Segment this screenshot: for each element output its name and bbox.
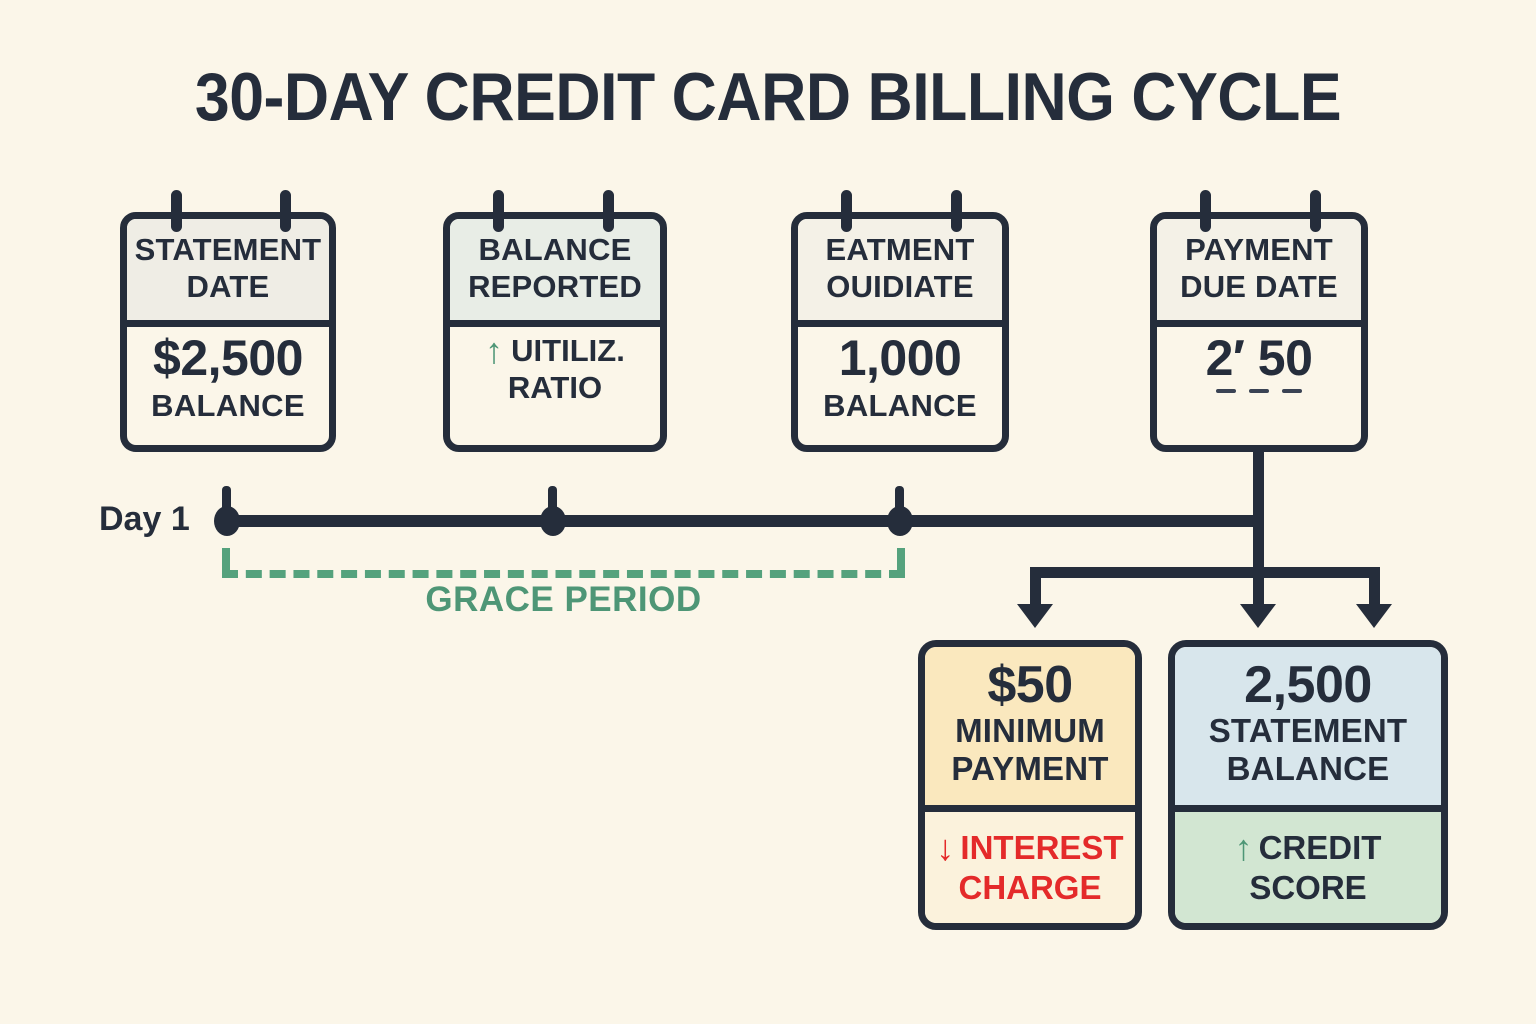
timeline-tick [222,486,231,520]
up-arrow-icon: ↑ [485,330,504,371]
card-header-line2: REPORTED [468,268,642,304]
utilization-row: ↑ UITILIZ. [485,333,625,369]
connector-drop-center [1253,567,1264,607]
calendar-tab [603,190,614,232]
interest-charge-row: ↓ INTEREST [936,828,1123,868]
card-header-line1: PAYMENT [1185,231,1333,267]
statement-balance-amount: $2,500 [153,330,303,386]
arrow-head-right [1356,604,1392,628]
credit-score-line1: CREDIT [1258,828,1382,866]
timeline-node-3[interactable] [887,506,913,536]
up-arrow-icon: ↑ [1234,826,1253,868]
outcome-top: 2,500 STATEMENT BALANCE [1175,647,1441,812]
card-body: ↑ UITILIZ. RATIO [450,327,660,412]
card-header-line1: EATMENT [825,231,975,267]
credit-score-row: ↑ CREDIT [1235,828,1382,868]
calendar-tab [951,190,962,232]
outcome-bottom: ↓ INTEREST CHARGE [925,812,1135,923]
outcome-card-minimum-payment[interactable]: $50 MINIMUM PAYMENT ↓ INTEREST CHARGE [918,640,1142,930]
credit-score-line2: SCORE [1249,868,1367,906]
statement-balance-caption-line1: STATEMENT [1208,712,1408,750]
minimum-payment-caption-line2: PAYMENT [951,750,1109,788]
page-title: 30-DAY CREDIT CARD BILLING CYCLE [194,59,1342,135]
milestone-card-balance-reported[interactable]: BALANCE REPORTED ↑ UITILIZ. RATIO [443,212,667,452]
milestone-card-statement-date[interactable]: STATEMENT DATE $2,500 BALANCE [120,212,336,452]
calendar-tab [493,190,504,232]
timeline-axis [227,515,1259,527]
card-header: EATMENT OUIDIATE [798,219,1002,327]
timeline-tick [895,486,904,520]
outcome-top: $50 MINIMUM PAYMENT [925,647,1135,812]
timeline-node-1[interactable] [214,506,240,536]
timeline-tick [548,486,557,520]
outcome-card-statement-balance[interactable]: 2,500 STATEMENT BALANCE ↑ CREDIT SCORE [1168,640,1448,930]
milestone-card-third[interactable]: EATMENT OUIDIATE 1,000 BALANCE [791,212,1009,452]
calendar-tab [841,190,852,232]
card-header-line1: STATEMENT [134,231,322,267]
timeline-start-label: Day 1 [99,500,190,538]
card-header: BALANCE REPORTED [450,219,660,327]
calendar-tab [1310,190,1321,232]
grace-tip-left [222,548,230,574]
outcome-bottom: ↑ CREDIT SCORE [1175,812,1441,923]
connector-drop-right [1369,567,1380,607]
third-balance-caption: BALANCE [823,388,977,423]
card-header-line1: BALANCE [478,231,632,267]
card-header-line2: DUE DATE [1180,268,1338,304]
card-header: STATEMENT DATE [127,219,329,327]
arrow-head-center [1240,604,1276,628]
card-header: PAYMENT DUE DATE [1157,219,1361,327]
minimum-payment-caption-line1: MINIMUM [955,712,1105,750]
grace-dashed-line [222,570,905,578]
minimum-payment-amount: $50 [987,655,1073,714]
payment-due-amount: 2′ 50 [1205,330,1313,386]
milestone-card-payment-due-date[interactable]: PAYMENT DUE DATE 2′ 50 [1150,212,1368,452]
connector-drop-left [1030,567,1041,607]
connector-branch-bar [1030,567,1380,578]
card-body: 1,000 BALANCE [798,327,1002,429]
statement-balance-outcome-amount: 2,500 [1244,655,1372,714]
grace-tip-right [897,548,905,574]
arrow-head-left [1017,604,1053,628]
third-balance-amount: 1,000 [838,330,962,386]
calendar-tab [1200,190,1211,232]
down-arrow-icon: ↓ [936,826,955,868]
utilization-line2: RATIO [507,370,603,405]
card-header-line2: OUIDIATE [826,268,974,304]
calendar-tab [280,190,291,232]
calendar-tab [171,190,182,232]
connector-trunk [1253,452,1264,578]
statement-balance-caption: BALANCE [151,388,305,423]
timeline-node-2[interactable] [540,506,566,536]
interest-charge-line2: CHARGE [958,868,1102,906]
interest-charge-line1: INTEREST [960,828,1124,866]
grace-period-label: GRACE PERIOD [425,580,702,619]
card-body: $2,500 BALANCE [127,327,329,429]
statement-balance-caption-line2: BALANCE [1226,750,1390,788]
card-header-line2: DATE [186,268,270,304]
card-body: 2′ 50 [1157,327,1361,399]
dash-marks [1216,389,1302,393]
utilization-line1: UITILIZ. [511,333,625,369]
